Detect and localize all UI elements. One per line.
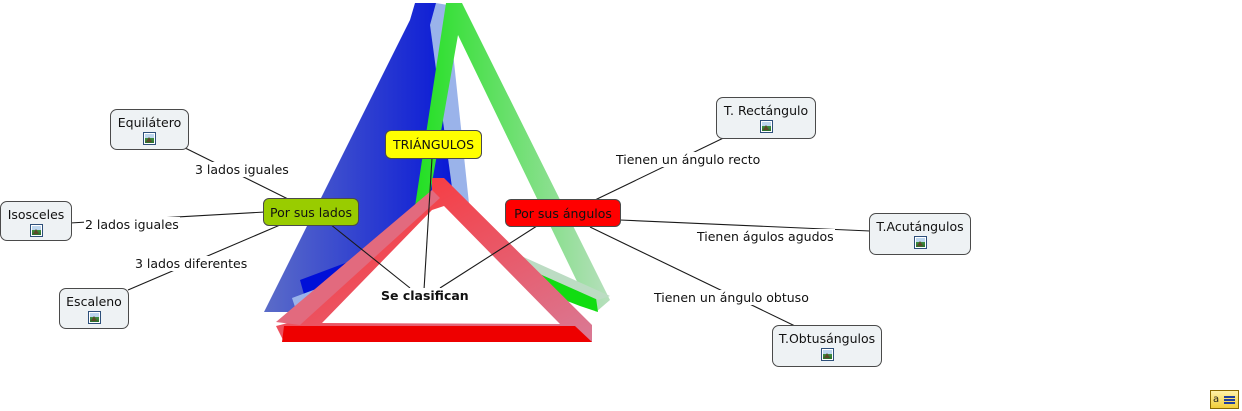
penrose-triangle-art — [264, 3, 610, 342]
image-thumbnail-icon[interactable] — [759, 120, 773, 133]
line-byangles-classified — [439, 223, 541, 289]
concept-equilatero-label: Equilátero — [117, 115, 182, 130]
linking-phrase-2-lados-iguales[interactable]: 2 lados iguales — [84, 217, 180, 232]
concept-por-sus-angulos[interactable]: Por sus ángulos — [505, 199, 621, 227]
image-thumbnail-icon[interactable] — [29, 224, 43, 237]
concept-t-obtusangulos-label: T.Obtusángulos — [778, 331, 876, 346]
image-thumbnail-icon[interactable] — [87, 311, 101, 324]
line-bysides-classified — [329, 223, 411, 289]
concept-por-sus-lados[interactable]: Por sus lados — [263, 198, 359, 226]
root-concept-triangulos[interactable]: TRIÁNGULOS — [385, 130, 482, 159]
line-obtusangulo — [589, 226, 796, 327]
concept-isosceles-label: Isosceles — [7, 207, 65, 222]
concept-escaleno[interactable]: Escaleno — [59, 288, 129, 329]
concept-t-acutangulos-label: T.Acutángulos — [876, 219, 964, 234]
line-root-classified — [423, 157, 433, 291]
image-thumbnail-icon[interactable] — [143, 132, 156, 145]
concept-por-sus-angulos-label: Por sus ángulos — [514, 205, 612, 221]
text-annotation-icon[interactable]: a — [1210, 390, 1239, 409]
penrose-green-limb — [412, 3, 610, 312]
concept-por-sus-lados-label: Por sus lados — [269, 204, 352, 220]
linking-phrase-se-clasifican[interactable]: Se clasifican — [380, 288, 470, 303]
linking-phrase-agulos-agudos[interactable]: Tienen águlos agudos — [696, 229, 835, 244]
concept-escaleno-label: Escaleno — [66, 294, 122, 309]
root-concept-label: TRIÁNGULOS — [392, 137, 475, 152]
penrose-red-left-edge — [276, 190, 440, 325]
concept-t-rectangulo[interactable]: T. Rectángulo — [716, 97, 816, 139]
image-thumbnail-icon[interactable] — [913, 236, 927, 249]
corner-icon-lines — [1224, 396, 1235, 398]
concept-equilatero[interactable]: Equilátero — [110, 109, 189, 150]
linking-phrase-3-lados-diferentes[interactable]: 3 lados diferentes — [134, 256, 249, 271]
concept-isosceles[interactable]: Isosceles — [0, 201, 72, 241]
concept-t-acutangulos[interactable]: T.Acutángulos — [869, 213, 971, 255]
penrose-red-base — [282, 326, 592, 342]
concept-t-rectangulo-label: T. Rectángulo — [723, 103, 809, 118]
concept-t-obtusangulos[interactable]: T.Obtusángulos — [772, 325, 882, 367]
linking-phrase-angulo-obtuso[interactable]: Tienen un ángulo obtuso — [653, 290, 810, 305]
linking-phrase-3-lados-iguales[interactable]: 3 lados iguales — [194, 162, 290, 177]
linking-phrase-angulo-recto[interactable]: Tienen un ángulo recto — [615, 152, 762, 167]
image-thumbnail-icon[interactable] — [820, 348, 834, 361]
corner-icon-letter: a — [1213, 394, 1220, 405]
